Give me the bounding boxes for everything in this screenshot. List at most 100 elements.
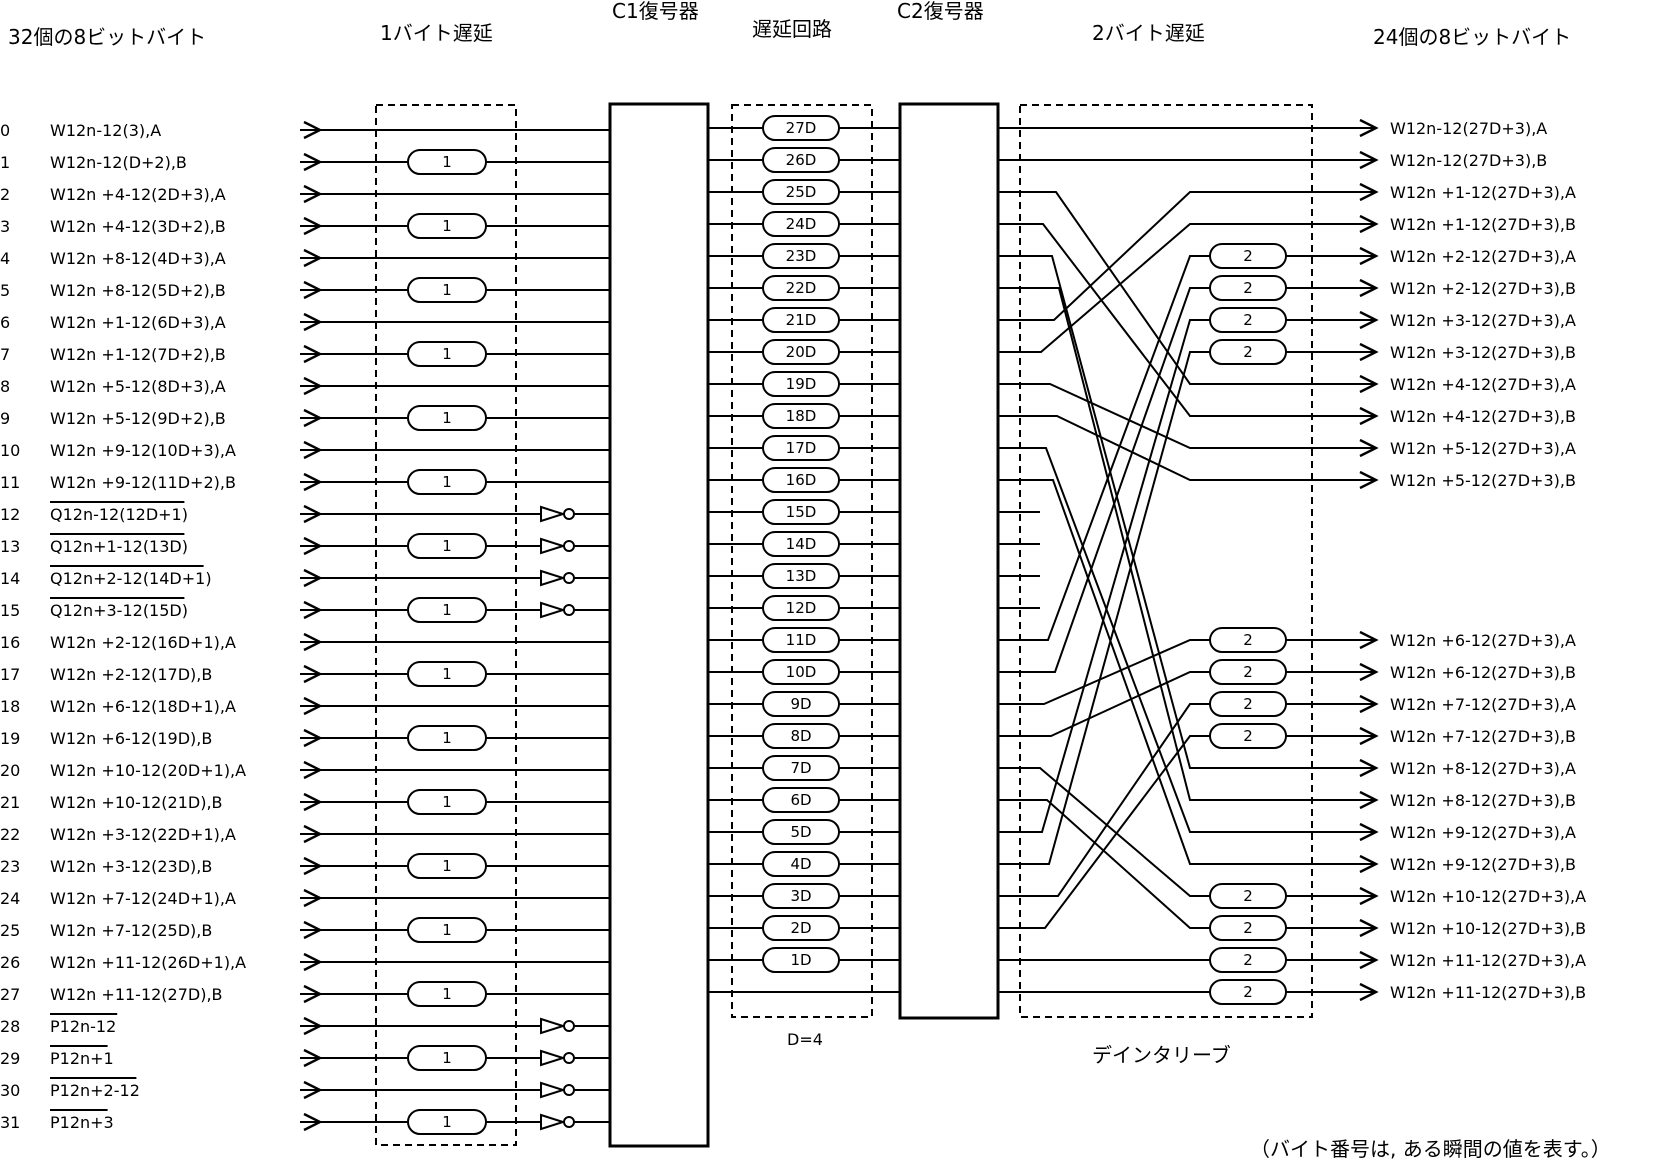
inverter-icon (540, 1049, 567, 1067)
delay-value: 15D (786, 503, 817, 521)
output-wire (998, 447, 1376, 833)
input-label: W12n +2-12(17D),B (50, 665, 212, 684)
inverter-icon (540, 1113, 567, 1131)
input-label: W12n +10-12(20D+1),A (50, 761, 246, 780)
one-byte-delay-cell (407, 149, 487, 175)
output-label: W12n +7-12(27D+3),B (1390, 727, 1576, 746)
output-arrow-icon (1359, 694, 1379, 714)
delay-cell (762, 627, 840, 653)
one-byte-delay-cell (407, 917, 487, 943)
inverter-bubble-icon (563, 508, 575, 520)
input-label: W12n-12(3),A (50, 121, 161, 140)
input-label: W12n +7-12(25D),B (50, 921, 212, 940)
input-label: W12n +3-12(23D),B (50, 857, 212, 876)
input-index: 21 (0, 793, 20, 812)
delay-cell (762, 211, 840, 237)
delay-cell (762, 275, 840, 301)
output-arrow-icon (1359, 822, 1379, 842)
output-label: W12n +9-12(27D+3),B (1390, 855, 1576, 874)
output-arrow-icon (1359, 950, 1379, 970)
route-wire (998, 255, 1376, 769)
output-arrow-icon (1359, 342, 1379, 362)
inverter-bubble-icon (563, 1084, 575, 1096)
input-index: 30 (0, 1081, 20, 1100)
output-arrow-icon (1359, 470, 1379, 490)
delay-value: 2D (790, 919, 811, 937)
input-label: Q12n+1-12(13D) (50, 537, 188, 556)
two-byte-delay-value: 2 (1243, 343, 1253, 361)
delay-row: 18D (708, 403, 900, 429)
input-label: P12n+3 (50, 1113, 114, 1132)
delay-row: 7D (708, 755, 900, 781)
delay-value: 17D (786, 439, 817, 457)
input-label: W12n +11-12(26D+1),A (50, 953, 246, 972)
one-byte-delay-cell (407, 597, 487, 623)
delay-cell (762, 243, 840, 269)
input-row: 20 W12n +10-12(20D+1),A (0, 760, 610, 780)
inverter-icon (540, 505, 567, 523)
delay-row: 8D (708, 723, 900, 749)
route-wire: 2 (998, 275, 1376, 673)
delay-row: 2D (708, 915, 900, 941)
one-byte-delay-value: 1 (442, 665, 452, 683)
output-arrow-icon (1359, 886, 1379, 906)
output-wire (998, 287, 1376, 801)
output-row: W12n +1-12(27D+3),A (1359, 182, 1576, 202)
route-wire (998, 191, 1376, 321)
two-byte-delay-cell (1209, 275, 1287, 301)
delay-value: 7D (790, 759, 811, 777)
two-byte-delay-value: 2 (1243, 631, 1253, 649)
delay-row: 27D (708, 115, 900, 141)
output-row: W12n +2-12(27D+3),B (1359, 278, 1576, 298)
one-byte-delay-cell (407, 533, 487, 559)
output-arrow-icon (1359, 982, 1379, 1002)
delay-row: 25D (708, 179, 900, 205)
delay-value: 4D (790, 855, 811, 873)
output-label: W12n +8-12(27D+3),B (1390, 791, 1576, 810)
delay-cell (762, 723, 840, 749)
header-one-byte-delay: 1バイト遅延 (380, 21, 493, 45)
delay-value: 27D (786, 119, 817, 137)
route-wire: 2 (998, 339, 1376, 865)
two-byte-delay-cell (1209, 723, 1287, 749)
input-index: 20 (0, 761, 20, 780)
input-index: 17 (0, 665, 20, 684)
delay-cell (762, 883, 840, 909)
two-byte-delay-cell (1209, 307, 1287, 333)
output-label: W12n +1-12(27D+3),B (1390, 215, 1576, 234)
delay-value: 19D (786, 375, 817, 393)
delay-cell (762, 307, 840, 333)
one-byte-delay-value: 1 (442, 217, 452, 235)
delay-value: 10D (786, 663, 817, 681)
input-label: W12n +11-12(27D),B (50, 985, 223, 1004)
delay-row: 13D (708, 563, 900, 589)
output-row: W12n +10-12(27D+3),A (1359, 886, 1586, 906)
delay-row: 15D (708, 499, 900, 525)
delay-value: 13D (786, 567, 817, 585)
input-label: Q12n+3-12(15D) (50, 601, 188, 620)
delay-circuit-region (731, 104, 873, 1018)
two-byte-delay-cell (1209, 659, 1287, 685)
route-wire: 2 (998, 307, 1376, 833)
output-label: W12n-12(27D+3),A (1390, 119, 1547, 138)
route-wire: 2 (998, 767, 1376, 909)
delay-row: 22D (708, 275, 900, 301)
output-label: W12n +9-12(27D+3),A (1390, 823, 1576, 842)
delay-row: 16D (708, 467, 900, 493)
delay-row: 23D (708, 243, 900, 269)
input-index: 10 (0, 441, 20, 460)
one-byte-delay-value: 1 (442, 857, 452, 875)
input-index: 14 (0, 569, 20, 588)
two-byte-delay-value: 2 (1243, 727, 1253, 745)
delay-row: 24D (708, 211, 900, 237)
input-label: Q12n-12(12D+1) (50, 505, 188, 524)
inverter-icon (540, 601, 567, 619)
